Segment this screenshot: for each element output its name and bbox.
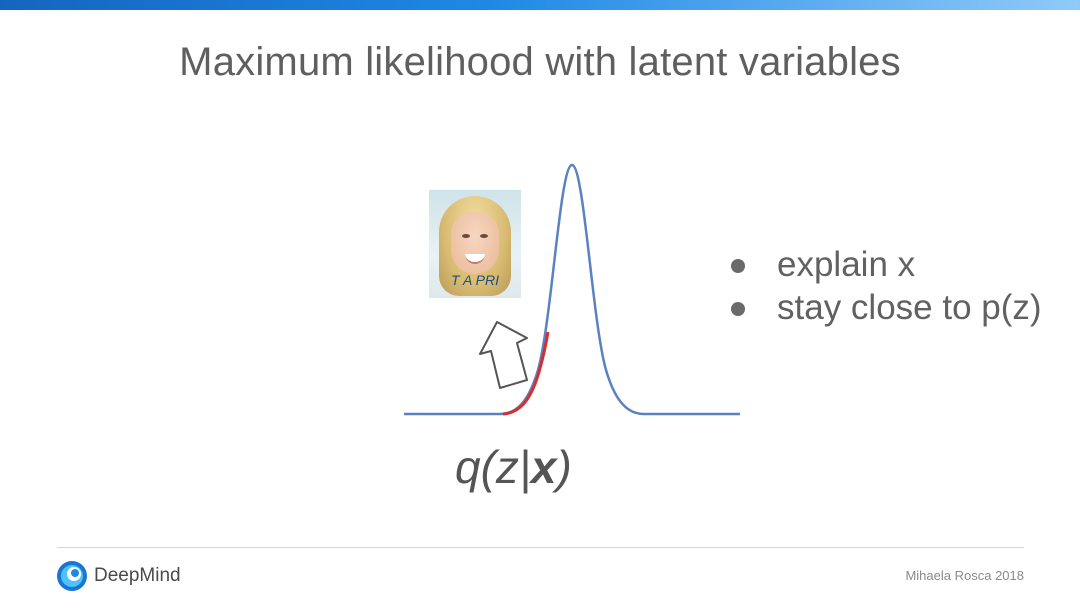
bullet-dot-icon: [731, 259, 745, 273]
bullet-list: explain x stay close to p(z): [726, 243, 1042, 329]
footer-divider: [57, 547, 1024, 548]
face-sample-image: T A PRI: [429, 190, 521, 298]
top-accent-bar: [0, 0, 1080, 10]
distribution-label: q(z|x): [455, 441, 572, 493]
brand-name: DeepMind: [94, 565, 181, 586]
right-eye: [480, 234, 488, 238]
bullet-item: stay close to p(z): [726, 286, 1042, 329]
gaussian-curve: [404, 163, 740, 416]
left-eye: [462, 234, 470, 238]
bullet-dot-icon: [731, 302, 745, 316]
smile: [465, 254, 485, 264]
up-arrow-icon: [479, 321, 528, 389]
highlighted-tail-segment: [502, 331, 550, 416]
author-credit: Mihaela Rosca 2018: [905, 568, 1024, 583]
slide-title: Maximum likelihood with latent variables: [179, 40, 901, 84]
bullet-item: explain x: [726, 243, 1042, 286]
image-background-text: T A PRI: [451, 272, 499, 288]
deepmind-logo-icon: [57, 561, 87, 591]
